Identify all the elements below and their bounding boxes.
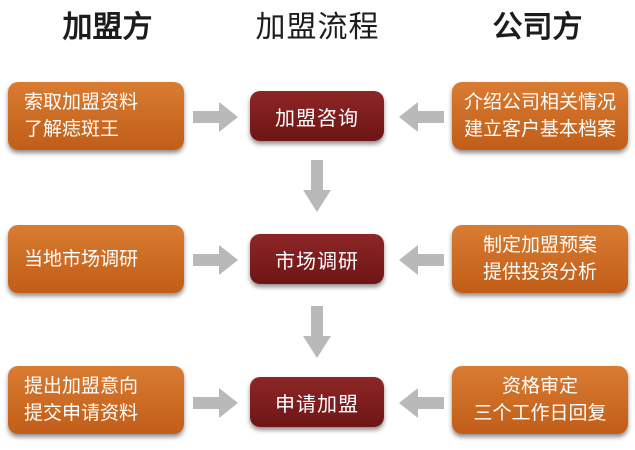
left-arrow-icon: [399, 245, 444, 275]
company-step-2-line-2: 提供投资分析: [482, 261, 597, 283]
franchisee-step-1-line-2: 了解痣斑王: [24, 118, 120, 140]
franchisee-step-3-line-1: 提出加盟意向: [24, 375, 139, 397]
company-step-1-box: 介绍公司相关情况 建立客户基本档案: [452, 82, 628, 150]
franchisee-step-1-line-1: 索取加盟资料: [24, 91, 139, 113]
franchisee-step-1-box: 索取加盟资料 了解痣斑王: [8, 82, 184, 150]
header-process: 加盟流程: [255, 10, 380, 45]
company-step-3-line-1: 资格审定: [501, 375, 578, 397]
header-company: 公司方: [492, 10, 583, 45]
right-arrow-icon: [193, 102, 238, 132]
process-step-2-box: 市场调研: [250, 234, 384, 284]
franchisee-step-3-line-2: 提交申请资料: [24, 402, 139, 424]
company-step-3-line-2: 三个工作日回复: [473, 402, 607, 424]
company-step-2-line-1: 制定加盟预案: [482, 234, 597, 256]
company-step-2-box: 制定加盟预案 提供投资分析: [452, 225, 628, 293]
franchisee-step-3-box: 提出加盟意向 提交申请资料: [8, 366, 184, 434]
company-step-1-line-1: 介绍公司相关情况: [463, 91, 616, 113]
company-step-3-box: 资格审定 三个工作日回复: [452, 366, 628, 434]
right-arrow-icon: [193, 388, 238, 418]
down-arrow-icon: [303, 306, 331, 358]
left-arrow-icon: [399, 388, 444, 418]
header-franchisee: 加盟方: [62, 10, 153, 45]
process-step-1-box: 加盟咨询: [250, 91, 384, 141]
process-step-3-box: 申请加盟: [250, 377, 384, 427]
right-arrow-icon: [193, 245, 238, 275]
franchisee-step-2-line-1: 当地市场调研: [24, 247, 139, 270]
franchisee-step-2-box: 当地市场调研: [8, 225, 184, 293]
company-step-1-line-2: 建立客户基本档案: [463, 118, 616, 140]
left-arrow-icon: [399, 102, 444, 132]
down-arrow-icon: [303, 160, 331, 212]
